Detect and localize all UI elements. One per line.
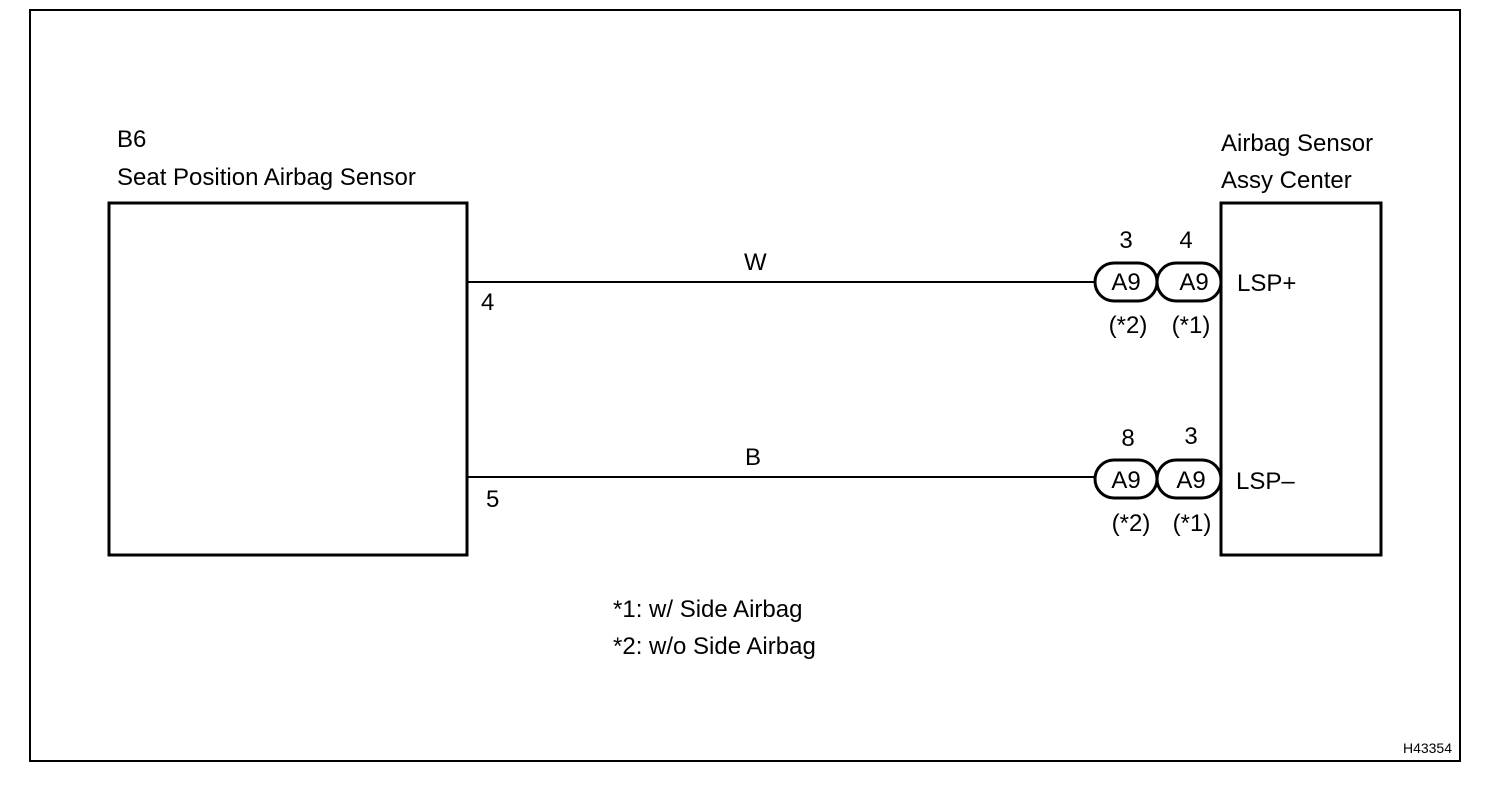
- right-component-name-line1: Airbag Sensor: [1221, 130, 1373, 157]
- signal-label: LSP–: [1236, 468, 1295, 495]
- connector-label: A9: [1111, 269, 1140, 296]
- connector-note: (*1): [1172, 312, 1211, 339]
- left-component-code: B6: [117, 126, 146, 153]
- connector-note: (*1): [1173, 510, 1212, 537]
- connector-pin: 8: [1121, 425, 1134, 452]
- connector-label: A9: [1111, 467, 1140, 494]
- connector-pin: 4: [1179, 227, 1192, 254]
- diagram-frame: [29, 9, 1461, 762]
- connector-pin: 3: [1184, 423, 1197, 450]
- footnote-1: *1: w/ Side Airbag: [613, 596, 802, 623]
- connector-note: (*2): [1112, 510, 1151, 537]
- wire-w: W 4 A9 A9 3 4 (*2) (*1) LSP+: [467, 227, 1296, 339]
- airbag-sensor-assy-box: [1219, 201, 1383, 557]
- connector-a9-oval: [1155, 458, 1223, 500]
- footnote-2: *2: w/o Side Airbag: [613, 633, 816, 660]
- figure-id: H43354: [1403, 740, 1452, 756]
- left-pin-label: 4: [481, 289, 494, 316]
- connector-label: A9: [1176, 467, 1205, 494]
- signal-label: LSP+: [1237, 270, 1296, 297]
- left-component-name: Seat Position Airbag Sensor: [117, 164, 416, 191]
- right-component-name-line2: Assy Center: [1221, 167, 1352, 194]
- connector-a9-oval: [1155, 261, 1223, 303]
- left-pin-label: 5: [486, 486, 499, 513]
- wire-color-label: W: [744, 249, 767, 276]
- wire-b: B 5 A9 A9 8 3 (*2) (*1) LSP–: [467, 423, 1295, 537]
- seat-position-sensor-box: [107, 201, 469, 557]
- connector-note: (*2): [1109, 312, 1148, 339]
- connector-pin: 3: [1119, 227, 1132, 254]
- connector-label: A9: [1179, 269, 1208, 296]
- wire-color-label: B: [745, 444, 761, 471]
